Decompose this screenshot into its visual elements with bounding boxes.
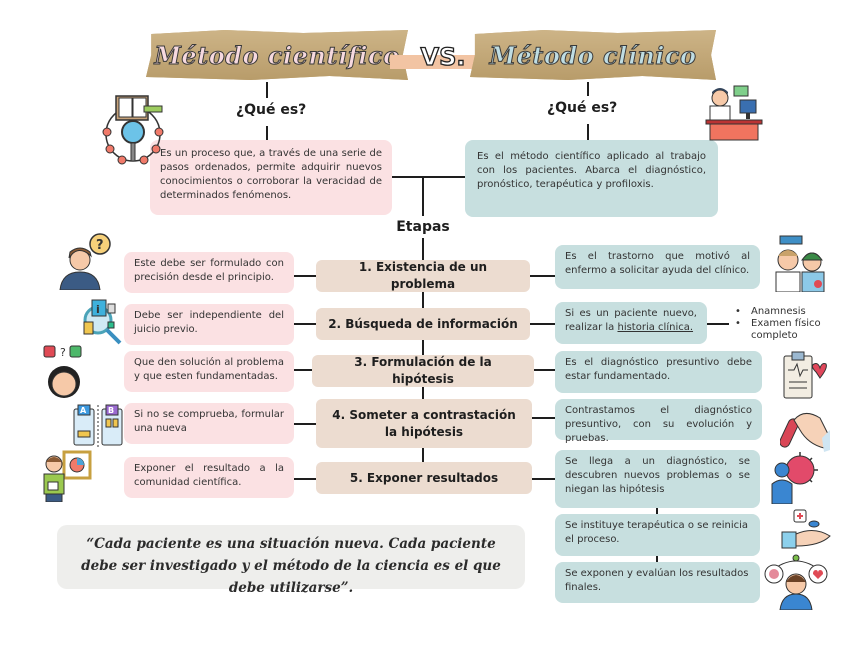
clinico-step-therapy: Se instituye terapéutica o se reinicia e… <box>555 514 760 556</box>
connector <box>530 323 555 325</box>
stage-5-title-text: 5. Exponer resultados <box>349 470 499 485</box>
connector <box>294 423 316 425</box>
connector <box>422 176 424 216</box>
definition-cientifico-text: Es un proceso que, a través de una serie… <box>160 148 382 201</box>
list-item-examen-fisico: Examen físico <box>735 318 821 330</box>
stage-2-title: 2. Búsqueda de información <box>316 308 530 340</box>
stage-1-cientifico-text: Este debe ser formulado con precisión de… <box>134 258 284 283</box>
connector <box>294 275 316 277</box>
stage-2-clinico: Si es un paciente nuevo, realizar la his… <box>555 302 707 344</box>
stage-1-title-text: 1. Existencia de un problema <box>358 260 488 291</box>
title-metodo-cientifico: Método científico <box>154 40 400 70</box>
definition-clinico-text: Es el método científico aplicado al trab… <box>477 151 706 190</box>
person-thoughts-icon <box>764 552 828 611</box>
stage-5-cientifico-text: Exponer el resultado a la comunidad cien… <box>134 463 284 488</box>
definition-clinico: Es el método científico aplicado al trab… <box>465 140 718 217</box>
stage-1-clinico-text: Es el trastorno que motivó al enfermo a … <box>565 251 750 276</box>
hand-medicine-icon <box>780 508 832 552</box>
connector <box>530 275 555 277</box>
doctor-at-desk-icon <box>704 84 764 142</box>
title-banner-clinico: Método clínico <box>470 30 716 80</box>
research-book-magnifier-icon <box>98 92 168 172</box>
title-metodo-clinico: Método clínico <box>489 40 697 70</box>
clinico-step-results-text: Se exponen y evalúan los resultados fina… <box>565 568 749 593</box>
information-search-icon: i <box>76 296 124 346</box>
etapas-label: Etapas <box>396 219 450 235</box>
list-item-continuation: completo <box>751 330 798 341</box>
stage-4-clinico-text: Contrastamos el diagnóstico presuntivo, … <box>565 405 752 444</box>
stage-2-cientifico: Debe ser independiente del juicio previo… <box>124 304 294 345</box>
connector <box>294 323 316 325</box>
stage-1-clinico: Es el trastorno que motivó al enfermo a … <box>555 245 760 289</box>
quote-box: “Cada paciente es una situación nueva. C… <box>57 525 525 596</box>
connector <box>266 126 268 140</box>
stage-4-title: 4. Someter a contrastación la hipótesis <box>316 399 532 448</box>
confused-person-question-icon: ? <box>56 232 118 291</box>
presenter-chart-board-icon <box>40 450 92 503</box>
connector <box>707 323 729 325</box>
clinico-step-therapy-text: Se instituye terapéutica o se reinicia e… <box>565 520 749 545</box>
stage-3-cientifico: Que den solución al problema y que esten… <box>124 351 294 392</box>
stage-4-cientifico-text: Si no se comprueba, formular una nueva <box>134 409 284 434</box>
connector <box>392 176 465 178</box>
stage-3-clinico-text: Es el diagnóstico presuntivo debe estar … <box>565 357 752 382</box>
connector <box>532 417 555 419</box>
connector <box>422 238 424 462</box>
stage-4-title-text: 4. Someter a contrastación la hipótesis <box>332 407 516 439</box>
stage-5-cientifico: Exponer el resultado a la comunidad cien… <box>124 457 294 498</box>
svg-text:?: ? <box>96 238 104 253</box>
stage-3-title-text: 3. Formulación de la hipótesis <box>354 355 492 386</box>
stage-2-title-text: 2. Búsqueda de información <box>328 316 518 331</box>
connector <box>530 369 555 371</box>
connector <box>294 478 316 480</box>
clinico-step-results: Se exponen y evalúan los resultados fina… <box>555 562 760 603</box>
medical-clipboard-heart-icon <box>780 350 828 402</box>
blood-test-tube-hand-icon <box>779 408 831 454</box>
doctor-and-patient-icon <box>772 234 828 293</box>
historia-clinica-link: historia clínica. <box>617 322 694 333</box>
stage-5-clinico: Se llega a un diagnóstico, se descubren … <box>555 450 760 508</box>
svg-text:B: B <box>108 406 114 415</box>
svg-text:?: ? <box>60 346 66 359</box>
connector <box>294 369 316 371</box>
connector <box>587 82 589 96</box>
svg-text:A: A <box>80 406 87 415</box>
ab-test-clipboards-icon: A B <box>72 403 124 447</box>
connector <box>656 556 658 562</box>
stage-3-clinico: Es el diagnóstico presuntivo debe estar … <box>555 351 762 393</box>
connector <box>656 508 658 514</box>
connector <box>532 478 555 480</box>
stage-5-clinico-text: Se llega a un diagnóstico, se descubren … <box>565 456 750 495</box>
stage-3-title: 3. Formulación de la hipótesis <box>312 355 534 387</box>
stage-2-cientifico-text: Debe ser independiente del juicio previo… <box>134 310 284 335</box>
list-item-anamnesis: Anamnesis <box>735 306 821 318</box>
thinking-person-choice-icon: ? <box>40 344 102 402</box>
stage-2-clinico-prefix: Si es un paciente nuevo, realizar la <box>565 308 697 333</box>
stage-4-cientifico: Si no se comprueba, formular una nueva <box>124 403 294 444</box>
stage-4-clinico: Contrastamos el diagnóstico presuntivo, … <box>555 399 762 444</box>
quote-text: “Cada paciente es una situación nueva. C… <box>81 536 501 596</box>
stage-2-clinico-list: Anamnesis Examen físico completo <box>735 306 821 342</box>
stage-1-cientifico: Este debe ser formulado con precisión de… <box>124 252 294 293</box>
definition-cientifico: Es un proceso que, a través de una serie… <box>150 140 392 215</box>
vs-label: VS. <box>420 42 466 71</box>
tape-decoration <box>390 55 495 69</box>
svg-text:i: i <box>96 303 100 316</box>
connector <box>266 82 268 98</box>
person-virus-icon <box>768 450 822 505</box>
stage-1-title: 1. Existencia de un problema <box>316 260 530 292</box>
que-es-clinico-label: ¿Qué es? <box>547 100 618 116</box>
stage-3-cientifico-text: Que den solución al problema y que esten… <box>134 357 284 382</box>
title-banner-cientifico: Método científico <box>146 30 408 80</box>
que-es-cientifico-label: ¿Qué es? <box>236 102 307 118</box>
connector <box>587 124 589 140</box>
stage-5-title: 5. Exponer resultados <box>316 462 532 494</box>
